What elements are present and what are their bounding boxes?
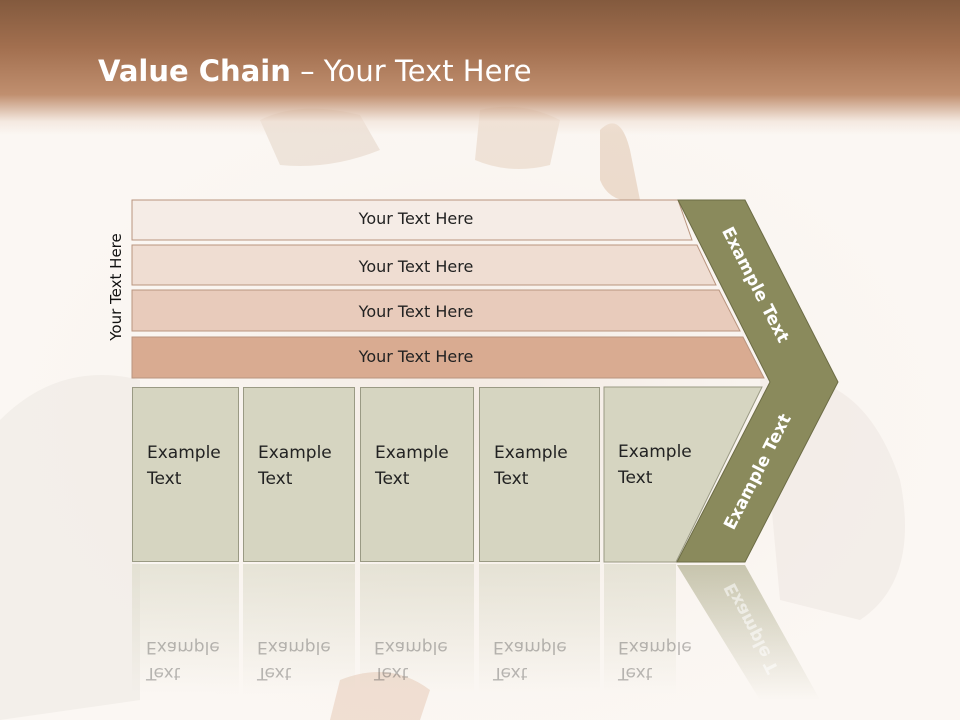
reflection-1: Text Example <box>132 564 239 694</box>
chevron-reflection <box>677 565 820 700</box>
reflection-4-line2: Text <box>493 663 528 683</box>
reflection-2: Text Example <box>243 564 355 694</box>
support-band-4 <box>131 336 765 379</box>
reflection-1-line1: Example <box>146 637 220 657</box>
title-rest: – Your Text Here <box>290 54 532 88</box>
reflection-4-line1: Example <box>493 637 567 657</box>
chevron-arrow <box>676 199 839 563</box>
reflection-3: Text Example <box>360 564 474 694</box>
primary-box-2-line1: Example <box>258 443 332 463</box>
reflection-3-line2: Text <box>374 663 409 683</box>
primary-box-2-line2: Text <box>258 469 293 489</box>
support-band-4-label: Your Text Here <box>358 347 474 366</box>
support-band-1-label: Your Text Here <box>358 209 474 228</box>
primary-box-3-line1: Example <box>375 443 449 463</box>
reflection-5-line1: Example <box>618 637 692 657</box>
reflection-5: Text Example <box>604 564 692 694</box>
last-box-slant <box>603 386 763 563</box>
reflection-4: Text Example <box>479 564 600 694</box>
primary-box-4-line2: Text <box>494 469 529 489</box>
reflection-5-line2: Text <box>618 663 653 683</box>
page-title: Value Chain – Your Text Here <box>98 54 532 88</box>
reflection-1-line2: Text <box>146 663 181 683</box>
primary-box-1-line2: Text <box>147 469 182 489</box>
support-band-2 <box>131 244 717 286</box>
support-band-3 <box>131 289 741 332</box>
primary-box-5-line1: Example <box>618 442 692 462</box>
support-band-1 <box>131 199 693 241</box>
reflection-2-line1: Example <box>257 637 331 657</box>
primary-box-3-line2: Text <box>375 469 410 489</box>
primary-box-1-line1: Example <box>147 443 221 463</box>
header-bar <box>0 0 960 135</box>
support-band-3-label: Your Text Here <box>358 302 474 321</box>
primary-box-5-line2: Text <box>618 468 653 488</box>
reflection-2-line2: Text <box>257 663 292 683</box>
support-band-2-label: Your Text Here <box>358 257 474 276</box>
title-bold: Value Chain <box>98 54 291 88</box>
reflection-3-line1: Example <box>374 637 448 657</box>
primary-box-4-line1: Example <box>494 443 568 463</box>
